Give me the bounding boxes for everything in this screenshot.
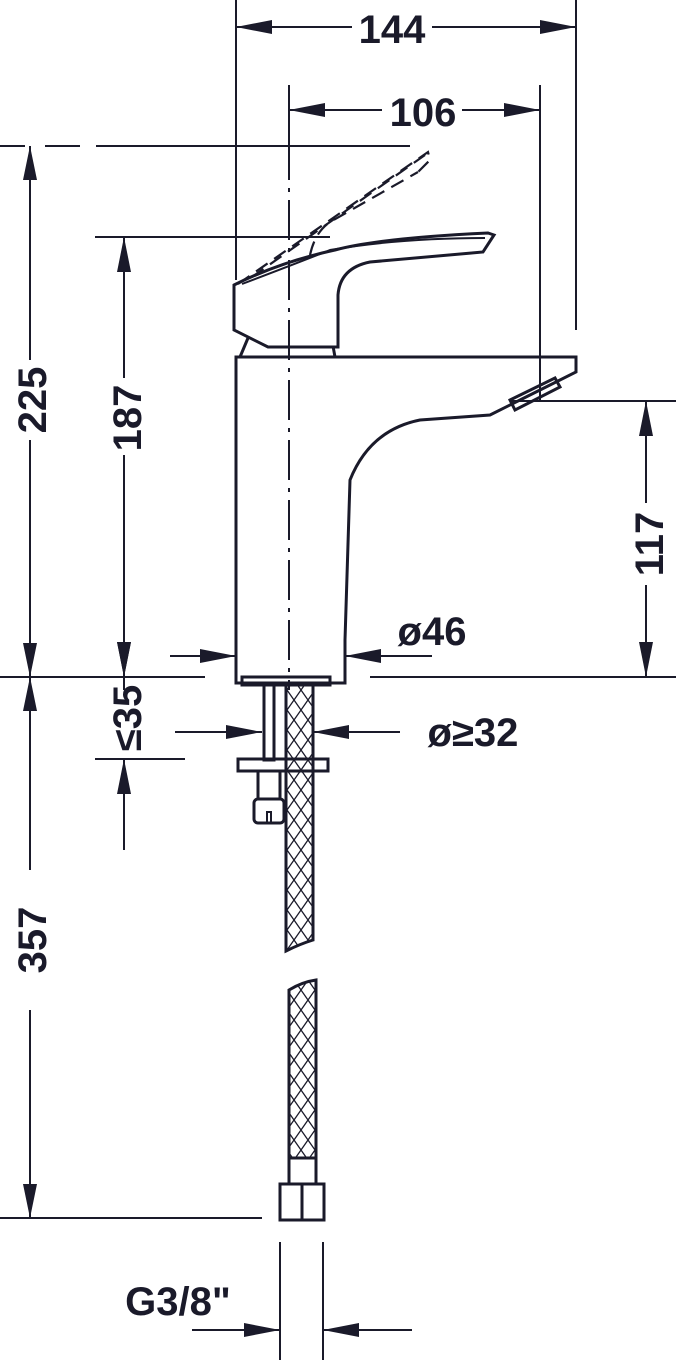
mounting-assembly (236, 683, 330, 825)
dimension-lever-height: 187 (106, 237, 150, 677)
dim-label-144: 144 (359, 8, 426, 52)
braided-hose-upper (284, 685, 315, 954)
dim-label-connection-thread: G3/8" (125, 1280, 231, 1324)
dim-label-hole-diameter: ø≥32 (428, 711, 519, 755)
dim-label-357: 357 (11, 907, 55, 974)
dimension-overall-height: 225 (11, 146, 55, 677)
dim-label-187: 187 (106, 385, 150, 452)
lever-handle (232, 231, 497, 349)
dimension-hole-diameter: ø≥32 (175, 711, 518, 755)
dimension-deck-thickness: ≤35 (106, 642, 150, 850)
dim-label-225: 225 (11, 367, 55, 434)
dim-label-body-diameter: ø46 (398, 610, 467, 654)
dim-label-117: 117 (628, 512, 672, 577)
dimension-spout-height: 117 (628, 401, 672, 677)
dimension-connection-thread: G3/8" (125, 1280, 412, 1337)
dimension-hose-length: 357 (11, 677, 55, 1218)
dimension-body-diameter: ø46 (170, 610, 466, 663)
dimension-overall-depth: 144 (236, 8, 576, 52)
dimension-lever-to-spout: 106 (289, 91, 540, 135)
lever-raised-position (237, 150, 432, 285)
braided-hose-lower (278, 978, 326, 1222)
dim-label-deck-thickness: ≤35 (106, 685, 150, 751)
dim-label-106: 106 (390, 91, 457, 135)
